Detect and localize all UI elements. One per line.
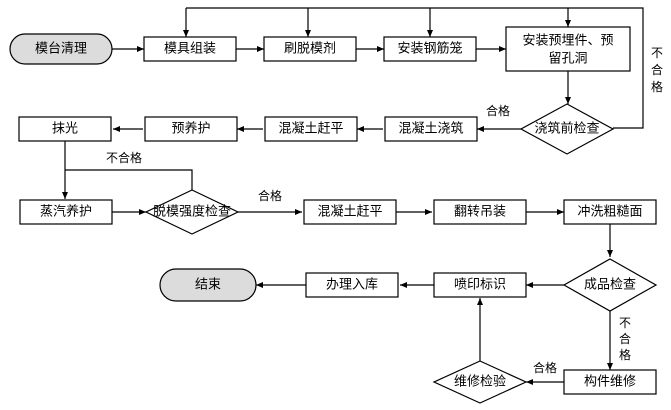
node-trowel-shape	[18, 116, 112, 142]
label-strength-fail: 不合格	[106, 150, 142, 165]
node-level2-shape	[303, 199, 397, 225]
node-level1: 混凝土赶平	[278, 121, 343, 137]
label-qc-fail-2: 合	[619, 331, 631, 346]
loop-strength-fail	[65, 169, 193, 195]
node-start: 模台清理	[35, 42, 87, 57]
node-steam: 蒸汽养护	[40, 204, 92, 220]
node-level1-shape	[264, 116, 358, 142]
node-precure: 预养护	[171, 121, 210, 137]
node-mark-shape	[433, 272, 527, 298]
node-embed-line1: 安装预埋件、预	[522, 34, 613, 49]
connectors	[62, 7, 644, 385]
edge-labels: 合格 不 合 格 不合格 合格 不 合 格 合格	[106, 46, 663, 375]
node-embed-line2: 留孔洞	[548, 52, 587, 67]
node-wash: 冲洗粗糙面	[577, 205, 642, 220]
node-repaircheck-shape	[432, 360, 528, 404]
node-repaircheck: 维修检验	[454, 374, 506, 390]
node-precheck-shape	[519, 103, 615, 155]
node-cage: 安装钢筋笼	[397, 41, 462, 57]
label-repair-pass: 合格	[533, 360, 557, 375]
node-start-shape	[9, 33, 113, 65]
node-pour-shape	[384, 116, 478, 142]
node-pour: 混凝土浇筑	[398, 121, 463, 137]
nodes: 模台清理 模具组装 刷脱模剂 安装钢筋笼 安装预埋件、预 留孔洞 浇筑前检查 混…	[9, 26, 658, 404]
node-qc: 成品检查	[584, 278, 636, 293]
node-trowel: 抹光	[52, 122, 78, 137]
node-precheck: 浇筑前检查	[534, 121, 599, 137]
node-release-shape	[263, 36, 357, 62]
node-end-shape	[159, 268, 257, 302]
label-qc-fail-1: 不	[619, 316, 631, 330]
node-release: 刷脱模剂	[284, 42, 336, 57]
node-flip: 翻转吊装	[454, 205, 506, 220]
label-strength-pass: 合格	[258, 188, 282, 203]
label-precheck-fail-2: 合	[651, 62, 663, 77]
node-repair: 构件维修	[584, 375, 636, 390]
node-steam-shape	[19, 199, 113, 225]
node-flip-shape	[433, 199, 527, 225]
node-store-shape	[305, 272, 399, 298]
label-precheck-pass: 合格	[486, 103, 510, 118]
node-mould-shape	[143, 36, 237, 62]
node-mark: 喷印标识	[454, 278, 506, 293]
node-level2: 混凝土赶平	[317, 204, 382, 220]
loop-precheck-rework	[186, 7, 644, 129]
node-strength-shape	[144, 189, 240, 235]
node-cage-shape	[383, 36, 477, 62]
node-embed-shape	[505, 26, 631, 72]
node-qc-shape	[562, 258, 658, 312]
node-repair-shape	[563, 369, 657, 395]
label-qc-fail-3: 格	[619, 347, 631, 362]
node-precure-shape	[144, 116, 238, 142]
node-end: 结束	[195, 278, 221, 293]
node-mould: 模具组装	[164, 42, 216, 57]
label-precheck-fail-1: 不	[651, 46, 663, 60]
label-precheck-fail-3: 格	[651, 79, 663, 94]
node-store: 办理入库	[326, 277, 378, 293]
node-strength: 脱模强度检查	[153, 204, 231, 220]
node-wash-shape	[563, 199, 657, 225]
